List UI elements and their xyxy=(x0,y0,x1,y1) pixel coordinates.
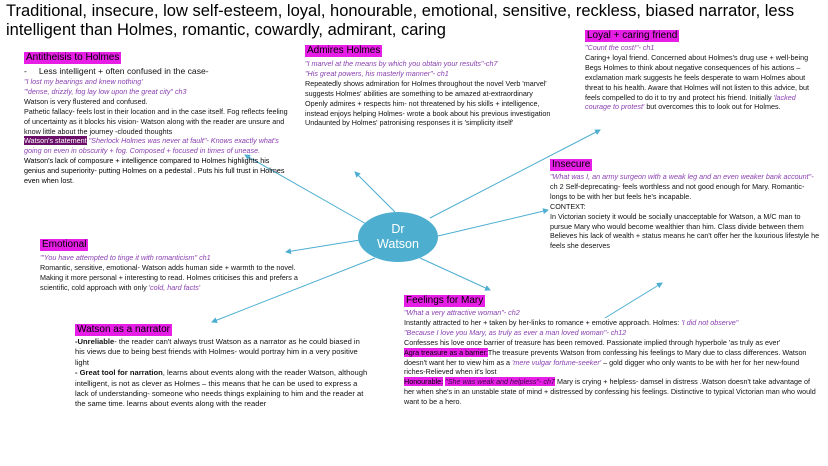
antithesis-text2: Pathetic fallacy- feels lost in their lo… xyxy=(24,106,288,136)
admires-text: Repeatedly shows admiration for Holmes t… xyxy=(305,78,551,128)
feelings-text1: Instantly attracted to her + taken by he… xyxy=(404,317,680,327)
section-loyal: Loyal + caring friend "Count the cost!"-… xyxy=(585,30,818,112)
antithesis-bullet-text: Less intelligent + often confused in the… xyxy=(38,66,209,76)
section-insecure: Insecure "What was I, an army surgeon wi… xyxy=(550,159,820,251)
feelings-quote4: "She was weak and helpless"- ch7 xyxy=(445,377,555,387)
feelings-quote2: "Because I love you Mary, as truly as ev… xyxy=(404,327,627,337)
arrow-feelings-insecure xyxy=(604,282,663,319)
feelings-para1: Instantly attracted to her + taken by he… xyxy=(404,318,822,328)
narrator-para1: -Unreliable- the reader can't always tru… xyxy=(75,337,371,368)
emotional-heading: Emotional xyxy=(40,239,89,251)
insecure-text2: In Victorian society it would be sociall… xyxy=(550,211,820,251)
section-narrator: Watson as a narrator -Unreliable- the re… xyxy=(75,324,371,410)
loyal-text: Caring+ loyal friend. Concerned about Ho… xyxy=(585,53,818,112)
emotional-quote-inline: 'cold, hard facts' xyxy=(148,282,201,292)
feelings-text2: Confesses his love once barrier of treas… xyxy=(404,337,781,347)
arrow-emotional xyxy=(285,239,361,255)
page-title: Traditional, insecure, low self-esteem, … xyxy=(6,2,795,39)
arrow-antithesis xyxy=(244,154,369,226)
antithesis-heading: Antitheisis to Holmes xyxy=(24,52,122,64)
feelings-para4: Honourable: "She was weak and helpless"-… xyxy=(404,377,822,407)
arrow-insecure xyxy=(437,208,549,237)
feelings-label-honourable: Honourable: xyxy=(404,377,444,387)
center-node-line2: Watson xyxy=(377,237,419,251)
feelings-quote3: 'mere vulgar fortune-seeker' xyxy=(512,357,602,367)
feelings-heading: Feelings for Mary xyxy=(404,295,486,307)
feelings-text4: – gold digger who only wants to be with … xyxy=(404,357,800,377)
feelings-para3: Agra treasure as a barrier:The treasure … xyxy=(404,347,822,378)
insecure-context-label: CONTEXT: xyxy=(550,201,586,211)
loyal-quote: "Count the cost!"- ch1 xyxy=(585,43,655,52)
feelings-quote1: "What a very attractive woman"- ch2 xyxy=(404,308,520,317)
emotional-quote: "'You have attempted to tinge it with ro… xyxy=(40,253,211,262)
insecure-body: "What was I, an army surgeon with a weak… xyxy=(550,172,820,202)
emotional-text-body: Romantic, sensitive, emotional- Watson a… xyxy=(40,262,298,292)
antithesis-quote3: "Sherlock Holmes was never at fault"- Kn… xyxy=(24,136,279,156)
antithesis-dark-label: Watson's statement xyxy=(24,136,87,146)
feelings-label-agra: Agra treasure as a barrier: xyxy=(404,347,488,357)
emotional-text: Romantic, sensitive, emotional- Watson a… xyxy=(40,263,308,293)
arrow-loyal xyxy=(429,129,601,219)
antithesis-text1: Watson is very flustered and confused. xyxy=(24,96,148,106)
narrator-para2: - Great tool for narration, learns about… xyxy=(75,368,371,410)
section-antithesis: Antitheisis to Holmes - Less intelligent… xyxy=(24,52,292,186)
narrator-label1: -Unreliable xyxy=(75,337,115,346)
feelings-text3: The treasure prevents Watson from confes… xyxy=(404,347,807,367)
admires-quote2: "His great powers, his masterly manner"-… xyxy=(305,68,449,78)
narrator-text1: - the reader can't always trust Watson a… xyxy=(75,337,360,367)
antithesis-text3: Watson's lack of composure + intelligenc… xyxy=(24,156,285,186)
admires-heading: Admires Holmes xyxy=(305,45,383,57)
loyal-text1: Caring+ loyal friend. Concerned about Ho… xyxy=(585,52,809,102)
antithesis-statement: Watson's statement "Sherlock Holmes was … xyxy=(24,136,292,156)
antithesis-quote1: "I lost my bearings and knew nothing' xyxy=(24,77,143,86)
loyal-quote-inline: 'lacked courage to protest' xyxy=(585,92,796,112)
center-node: Dr Watson xyxy=(358,212,438,262)
feelings-quote1b: 'I did not observe" xyxy=(681,317,739,327)
insecure-quote: "What was I, an army surgeon with a weak… xyxy=(550,172,814,181)
arrow-narrator xyxy=(211,257,376,323)
narrator-heading: Watson as a narrator xyxy=(75,324,173,336)
insecure-heading: Insecure xyxy=(550,159,593,171)
section-feelings: Feelings for Mary "What a very attractiv… xyxy=(404,295,822,407)
insecure-text1: ch 2 Self-deprecating- feels worthless a… xyxy=(550,181,805,201)
narrator-label2: - Great tool for narration xyxy=(75,368,163,378)
loyal-heading: Loyal + caring friend xyxy=(585,30,680,42)
antithesis-quote2: "'dense, drizzly, fog lay low upon the g… xyxy=(24,86,187,96)
arrow-admires xyxy=(354,171,396,213)
loyal-text2: but overcomes this to look out for Holme… xyxy=(646,102,781,112)
admires-quote1: "I marvel at the means by which you obta… xyxy=(305,59,498,68)
narrator-text2: , learns about events along with the rea… xyxy=(75,368,368,409)
antithesis-bullet: - Less intelligent + often confused in t… xyxy=(24,66,209,76)
center-node-line1: Dr xyxy=(391,222,405,236)
section-admires: Admires Holmes "I marvel at the means by… xyxy=(305,45,557,128)
arrow-feelings xyxy=(419,257,491,291)
feelings-text5: Mary is crying + helpless- damsel in dis… xyxy=(404,377,816,407)
section-emotional: Emotional "'You have attempted to tinge … xyxy=(40,239,308,293)
